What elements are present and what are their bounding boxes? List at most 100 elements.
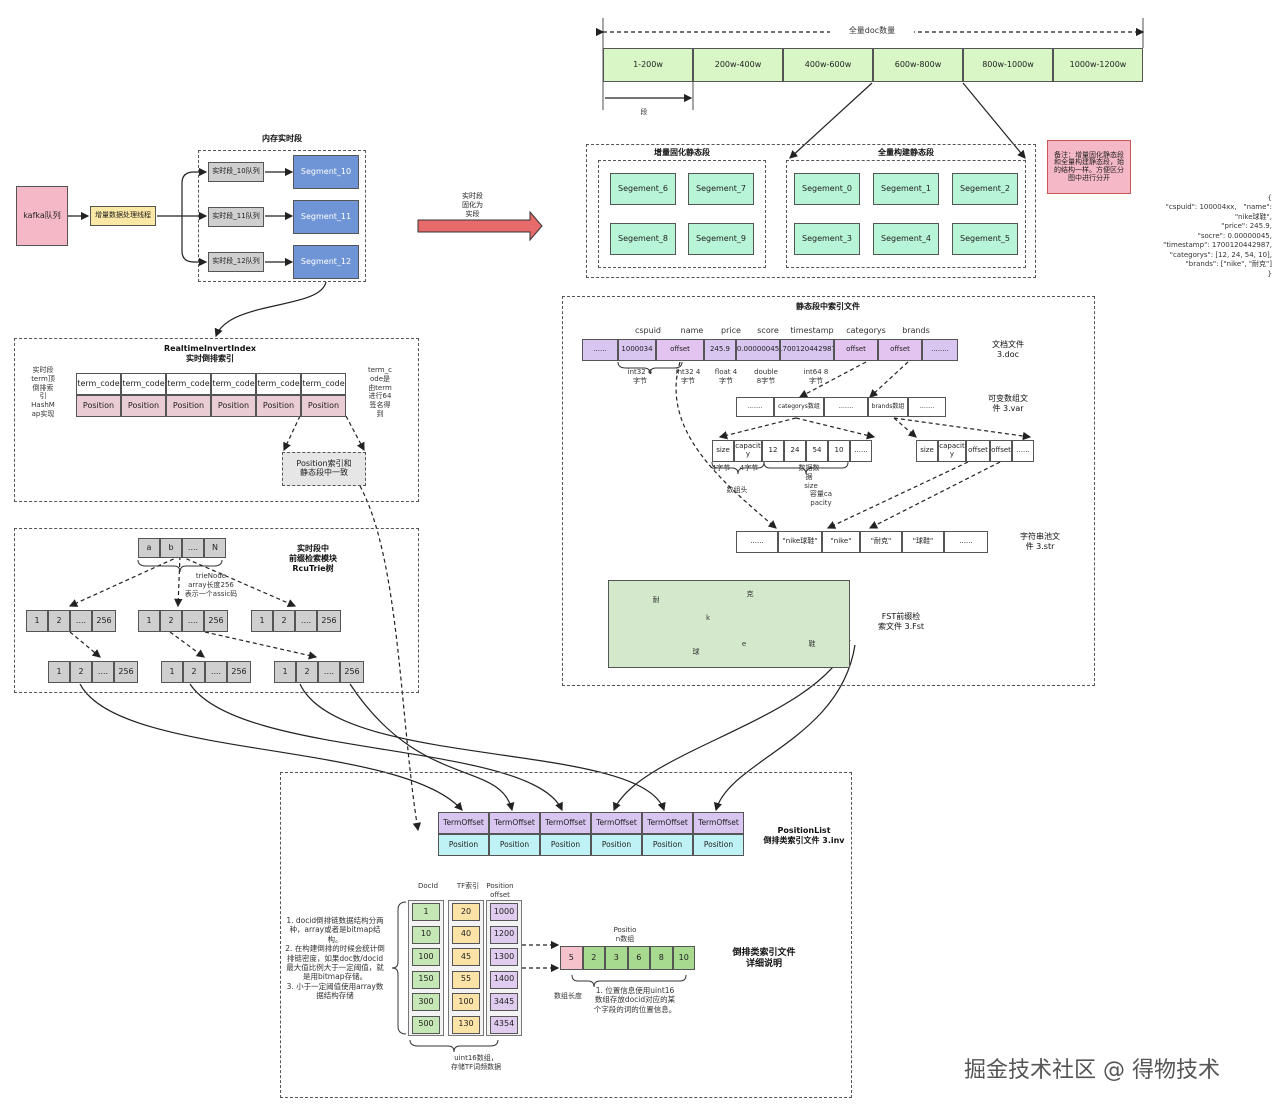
doc-cell: 1000034 [618,339,656,361]
docids-cell: 1 [412,903,440,921]
trie-node-cell: 2 [183,661,205,683]
position-array-cell: 3 [605,946,628,970]
trie-root-cell: .... [182,538,204,558]
position-array-cell: 5 [560,946,583,970]
array-cell: 24 [784,440,806,462]
string-cell: ...... [736,531,778,553]
position-cell: Position [211,395,256,417]
trie-node-cell: 256 [340,661,364,683]
position-cell: Position [166,395,211,417]
array-note: 数据数 据 [798,464,820,481]
position-array-cell: 6 [627,946,650,970]
trie-node-cell: .... [318,661,340,683]
doc-header: name [680,326,704,335]
term-code-cell: term_code [166,373,211,395]
doc-header: score [757,326,779,335]
full-segment: Segement_1 [873,173,939,205]
trie-root-cell: a [138,538,160,558]
full-title: 全量构建静态段 [878,148,934,157]
realtime-segment: Segment_12 [293,245,359,279]
uint-note: uint16数组， 存储TF词频数据 [450,1054,502,1071]
trie-root-cell: N [204,538,226,558]
doc-header: categorys [846,326,886,335]
fst-file-label: FST前缀检 索文件 3.Fst [877,612,925,631]
column-bg [448,900,484,1036]
full-group [786,160,1026,268]
trie-node-cell: 1 [26,610,48,632]
column-header: DocId [417,882,439,890]
var-file-label: 可变数组文 件 3.var [988,394,1028,413]
trie-node-cell: 256 [92,610,116,632]
tf-cell: 55 [452,970,480,989]
array-cell: capacit y [734,440,762,462]
trie-node-cell: 2 [48,610,70,632]
array-note: 数组头 [726,486,748,494]
incremental-segment: Segement_6 [610,173,676,205]
realtime-segment: Segment_11 [293,200,359,234]
trie-root-cell: b [160,538,182,558]
term-offset-cell: TermOffset [591,812,642,834]
full-segment: Segement_2 [952,173,1018,205]
full-segment: Segement_0 [794,173,860,205]
string-cell: "nike球鞋" [778,531,822,553]
tf-cell: 40 [452,925,480,944]
var-cell: ........ [824,397,868,417]
trie-title: 实时段中 前缀检索模块 RcuTrie树 [289,544,337,573]
column-bg [408,900,444,1036]
trie-node-cell: .... [70,610,92,632]
trie-node-cell: .... [205,661,227,683]
term-code-cell: term_code [256,373,301,395]
position-list-label: PositionList 倒排类索引文件 3.inv [763,826,845,845]
var-cell: categorys数组 [774,397,824,417]
array2-cell: size [916,440,938,462]
memory-segment-frame [198,150,366,282]
docids-cell: 150 [412,970,440,989]
tf-cell: 130 [452,1015,480,1034]
string-cell: "耐克" [860,531,902,553]
trie-node-cell: 2 [160,610,182,632]
array2-cell: capacit y [938,440,966,462]
fst-edge-label: e [741,640,747,648]
trie-node-cell: 1 [161,661,183,683]
trie-node-cell: 1 [138,610,160,632]
doc-cell: offset [834,339,878,361]
doc-file-label: 文档文件 3.doc [992,340,1024,359]
docids-cell: 500 [412,1015,440,1034]
full-segment: Segement_5 [952,223,1018,255]
realtime-queue: 实时段_12队列 [208,252,264,272]
doc-cell: ...... [582,339,618,361]
doc-header: price [721,326,741,335]
type-note: double 8字节 [754,368,778,385]
fst-edge-label: 耐 [652,596,660,604]
tf-cell: 45 [452,948,480,966]
trie-node-cell: 256 [114,661,138,683]
docids-cell: 300 [412,993,440,1011]
pos-note: 1. 位置信息使用uint16数组存放docid对应的某个字段的词的位置信息。 [593,986,677,1014]
realtime-right-note: term_c ode是 由term 进行64 签名得 到 [368,366,392,418]
incremental-title: 增量固化静态段 [654,148,710,157]
doc-cell: 245.9 [704,339,736,361]
realtime-left-note: 实时段 term顶 倒排索 引 HashM ap实现 [31,366,55,418]
term-code-cell: term_code [121,373,166,395]
position-array-cell: 10 [672,946,695,970]
realtime-segment: Segment_10 [293,155,359,189]
array-cell: size [712,440,734,462]
term-code-cell: term_code [76,373,121,395]
range-cell: 800w-1000w [963,48,1053,82]
offsets-cell: 1300 [490,948,518,966]
array-note: 容量ca pacity [809,490,833,507]
pos-array-label: Positio n数组 [613,926,637,943]
term-offset-cell: TermOffset [540,812,591,834]
type-note: int32 4 字节 [627,368,653,385]
range-cell: 200w-400w [693,48,783,82]
array-length-label: 数组长度 [554,992,582,1000]
detail-title: 倒排类索引文件 详细说明 [732,948,796,970]
incremental-group [598,160,766,268]
thread-box: 增量数据处理线程 [90,206,156,226]
array-cell: 54 [806,440,828,462]
array-note: size [804,482,818,490]
position-note-box: Position索引和 静态段中一致 [282,452,366,486]
trie-node-cell: 1 [48,661,70,683]
trie-frame [14,528,419,693]
position-cell: Position [121,395,166,417]
